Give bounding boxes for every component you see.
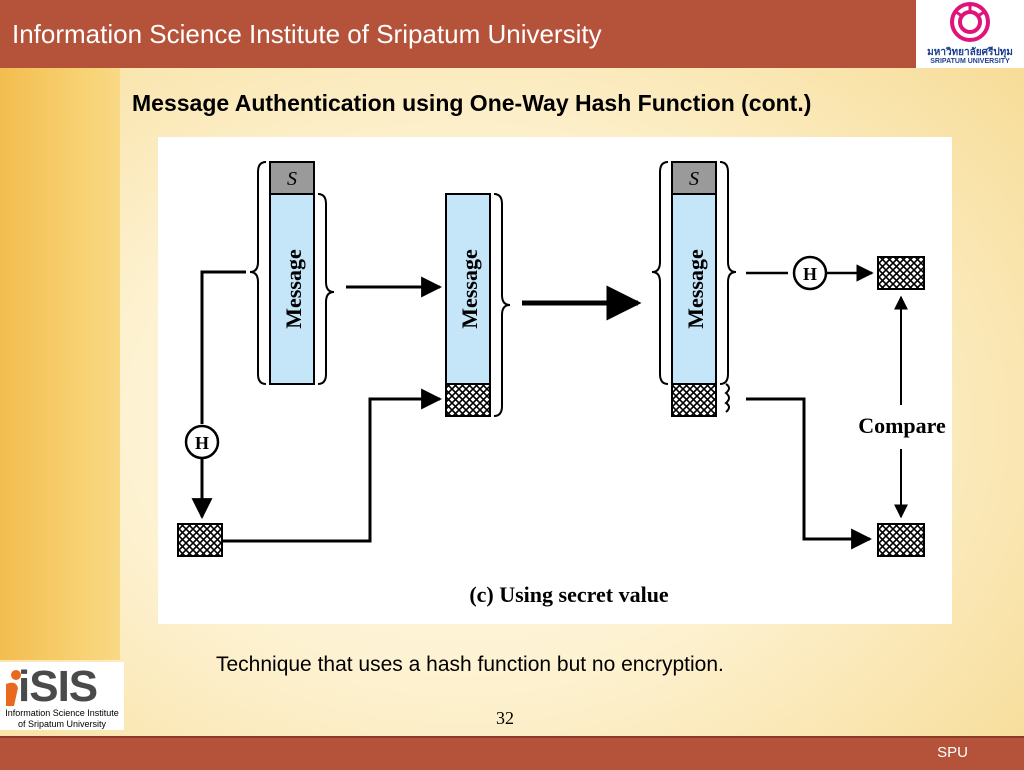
message-box-1 <box>269 193 315 385</box>
secret-label-1: S <box>287 168 297 190</box>
secret-label-2: S <box>689 168 699 190</box>
slide-number: 32 <box>496 708 514 728</box>
university-emblem-icon <box>950 2 990 42</box>
hash-diagram-canvas: S Message H Message S Mess <box>177 161 946 607</box>
hash-diagram: S Message H Message S Mess <box>158 137 952 624</box>
hash-route-arrow <box>222 388 443 543</box>
message-box-3 <box>671 193 717 385</box>
brace-left-1 <box>249 161 267 385</box>
received-hash-arrow <box>746 397 873 550</box>
message-label-2: Message <box>457 249 482 329</box>
hash-input-line <box>200 270 246 424</box>
message-box-2 <box>445 193 491 385</box>
receiver-block: S Message <box>651 161 737 417</box>
brace-small-3 <box>724 383 730 413</box>
footer-text: SPU <box>937 744 968 761</box>
university-logo-thai: มหาวิทยาลัยศรีปทุม <box>927 47 1013 58</box>
message-label-3: Message <box>683 249 708 329</box>
left-decorative-strip <box>0 68 120 660</box>
computed-hash-box <box>877 256 925 290</box>
compare-label: Compare <box>858 413 946 438</box>
university-logo: มหาวิทยาลัยศรีปทุม SRIPATUM UNIVERSITY <box>916 0 1024 68</box>
isis-logo-line2: of Sripatum University <box>17 719 107 729</box>
header-title: Information Science Institute of Sripatu… <box>12 19 602 49</box>
hash-label-2: H <box>803 264 817 284</box>
isis-logo-text: iSIS <box>18 662 98 711</box>
brace-right-1 <box>317 193 335 385</box>
isis-logo: iSIS Information Science Institute of Sr… <box>0 662 124 730</box>
received-hash-box <box>877 523 925 557</box>
hash-value-box-2 <box>445 383 491 417</box>
brace-right-3 <box>719 161 737 385</box>
isis-swoosh-icon <box>6 670 21 706</box>
secret-box-1 <box>269 161 315 195</box>
slide-caption: Technique that uses a hash function but … <box>216 653 724 676</box>
brace-left-3 <box>651 161 669 385</box>
isis-logo-line1: Information Science Institute <box>5 708 119 718</box>
footer-bar: SPU <box>0 736 1024 770</box>
diagram-caption: (c) Using secret value <box>469 582 669 607</box>
hash-value-box-1 <box>177 523 223 557</box>
hash-value-box-3 <box>671 383 717 417</box>
header-bar: Information Science Institute of Sripatu… <box>0 0 916 68</box>
hash-label-1: H <box>195 433 209 453</box>
slide-title: Message Authentication using One-Way Has… <box>132 90 812 116</box>
brace-right-2 <box>493 193 511 417</box>
sender-block: S Message <box>249 161 335 385</box>
university-logo-english: SRIPATUM UNIVERSITY <box>930 58 1010 65</box>
transmitted-block: Message <box>445 193 511 417</box>
message-label-1: Message <box>281 249 306 329</box>
